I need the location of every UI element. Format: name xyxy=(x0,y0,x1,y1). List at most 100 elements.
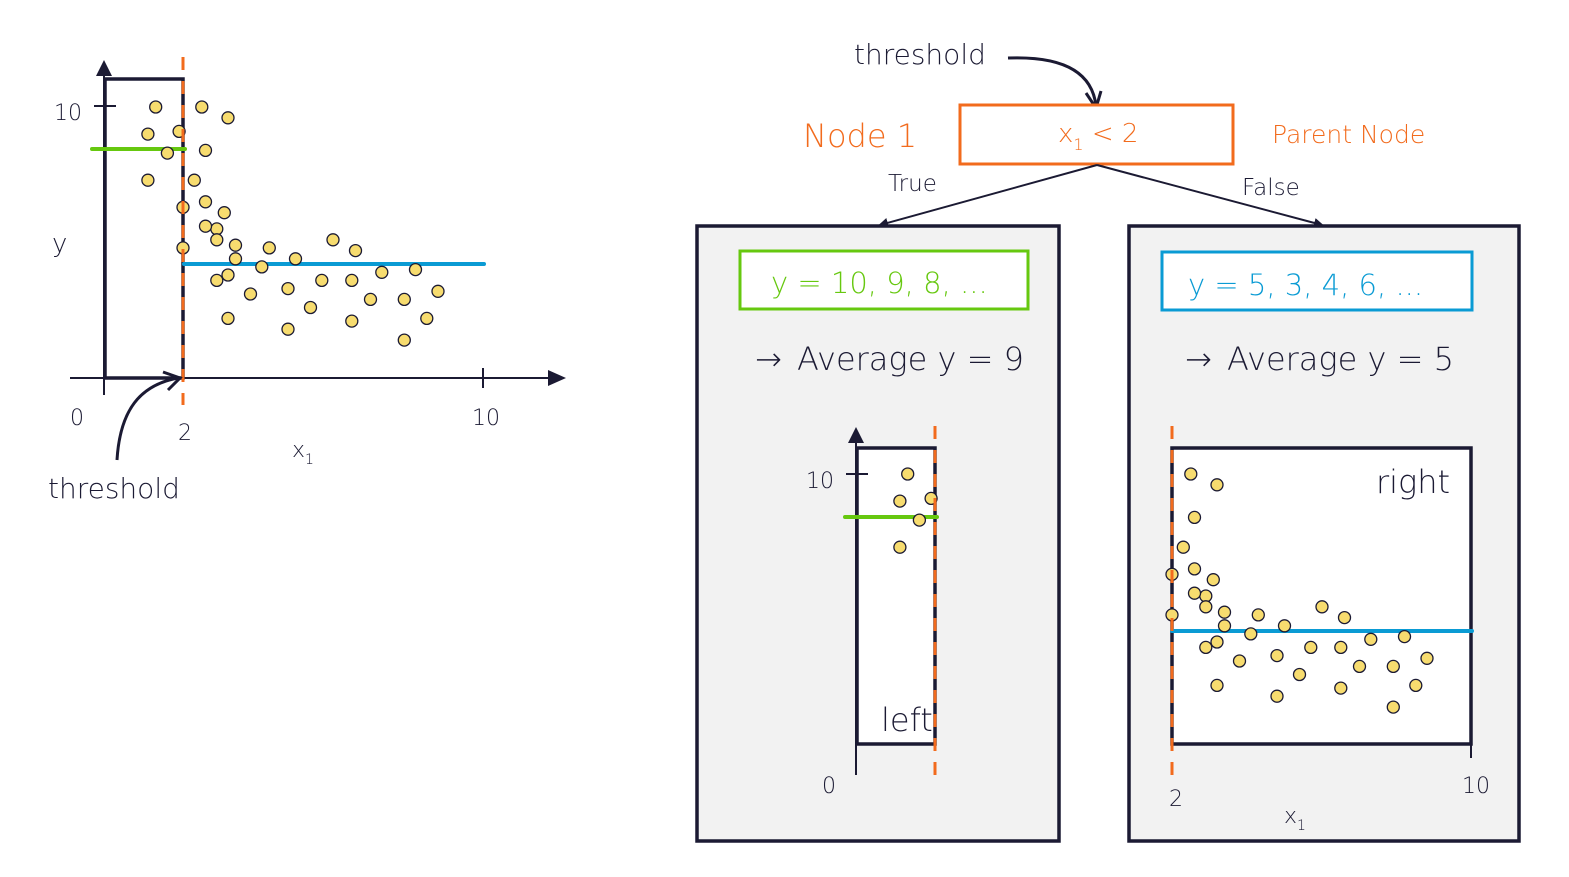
right-values-box xyxy=(1160,250,1474,312)
main-point-right xyxy=(345,273,359,288)
right-mini-point xyxy=(1184,467,1198,481)
main-point-right xyxy=(210,222,224,236)
main-point-right xyxy=(303,300,318,315)
left-mini-y-arrow-icon xyxy=(848,427,864,443)
right-values-text: y = 5, 3, 4, 6, ... xyxy=(1188,268,1423,302)
right-mini-point xyxy=(1337,610,1352,625)
main-chart: 10 0 2 10 y x1 threshold xyxy=(48,57,566,505)
main-point-right xyxy=(198,219,213,233)
right-mini-point xyxy=(1210,478,1224,492)
main-point-right xyxy=(228,238,243,252)
left-values-box xyxy=(738,249,1030,311)
main-point-right xyxy=(281,281,295,296)
main-point-right xyxy=(195,100,209,114)
y-axis-label: y xyxy=(52,229,67,259)
right-mini-point xyxy=(1409,678,1423,693)
right-mini-point xyxy=(1187,510,1202,525)
right-average-text: Average y = 5 xyxy=(1227,340,1454,378)
right-mini-tick-2: 2 xyxy=(1169,787,1183,812)
right-mini-point xyxy=(1334,640,1348,655)
main-point-right xyxy=(228,252,243,266)
main-point-right xyxy=(375,265,389,279)
right-mini-point xyxy=(1176,540,1190,554)
false-branch xyxy=(1096,164,1324,228)
node-expr-var: x xyxy=(1058,119,1073,149)
left-child-panel: y = 10, 9, 8, ... → Average y = 9 10 0 l… xyxy=(695,224,1061,843)
right-mini-point xyxy=(1397,629,1412,644)
right-mini-point xyxy=(1232,654,1247,668)
right-mini-point xyxy=(1334,681,1348,695)
x-axis-label-sub: 1 xyxy=(305,452,314,468)
node-label: Node 1 xyxy=(803,117,917,155)
right-mini-point xyxy=(1304,640,1318,655)
y-tick-label-10: 10 xyxy=(54,101,82,126)
x-axis-arrow-icon xyxy=(548,370,566,386)
parent-node-box[interactable] xyxy=(958,103,1235,166)
left-mini-box xyxy=(855,446,937,746)
left-values-text: y = 10, 9, 8, ... xyxy=(771,266,988,300)
right-mini-point xyxy=(1292,667,1307,682)
main-point-right xyxy=(221,311,235,326)
right-mini-point xyxy=(1217,605,1232,619)
right-child-panel: y = 5, 3, 4, 6, ... → Average y = 5 2 10… xyxy=(1127,224,1521,843)
left-mini-point xyxy=(901,467,915,481)
left-mini-tick-0: 0 xyxy=(822,774,836,799)
left-region-box xyxy=(103,77,185,380)
main-point-right xyxy=(397,333,411,347)
x-axis-label-var: x xyxy=(292,438,305,463)
parent-node-label: Parent Node xyxy=(1272,120,1425,149)
right-mini-point xyxy=(1315,600,1329,614)
threshold-label: threshold xyxy=(48,472,180,505)
right-mini-point xyxy=(1187,562,1202,576)
main-point-right xyxy=(326,233,340,247)
main-point-right xyxy=(397,292,411,307)
right-mini-point xyxy=(1210,635,1224,649)
right-mini-point xyxy=(1420,651,1434,665)
left-average-text: Average y = 9 xyxy=(797,340,1024,378)
main-point-left xyxy=(141,127,155,141)
right-mini-point xyxy=(1210,678,1224,693)
main-point-right xyxy=(420,311,434,326)
right-mini-x-var: x xyxy=(1284,804,1297,829)
right-mini-point xyxy=(1352,659,1367,674)
right-mini-point xyxy=(1364,632,1378,646)
tree-threshold-arrow xyxy=(1007,56,1098,107)
right-mini-point xyxy=(1244,627,1258,641)
right-mini-point xyxy=(1270,648,1284,663)
main-point-right xyxy=(198,195,213,209)
right-mini-points-group xyxy=(1165,467,1434,714)
main-point-right xyxy=(221,268,235,282)
x-axis-label: x1 xyxy=(292,438,314,468)
x-tick-label-10: 10 xyxy=(472,406,500,431)
left-mini-point xyxy=(912,513,927,527)
right-mini-point xyxy=(1270,689,1284,703)
left-mini-point xyxy=(893,494,907,508)
node-expr-sub: 1 xyxy=(1073,135,1083,154)
left-mini-tick-10: 10 xyxy=(806,469,834,494)
true-label: True xyxy=(888,171,937,197)
true-branch xyxy=(878,164,1098,228)
right-average-arrow-icon: → xyxy=(1185,340,1212,378)
main-point-right xyxy=(281,322,295,336)
main-point-right xyxy=(408,262,423,277)
main-point-right xyxy=(217,206,231,220)
x-tick-label-2: 2 xyxy=(178,421,192,446)
main-point-right xyxy=(315,273,329,288)
left-average-arrow-icon: → xyxy=(755,340,782,378)
right-mini-box xyxy=(1170,446,1473,746)
main-point-right xyxy=(210,233,224,247)
main-point-right xyxy=(243,287,258,301)
right-mini-point xyxy=(1206,573,1220,587)
right-mini-point xyxy=(1187,586,1202,600)
right-mini-x-sub: 1 xyxy=(1297,818,1306,834)
main-point-right xyxy=(262,241,276,255)
right-mini-tick-10: 10 xyxy=(1462,774,1490,799)
right-mini-point xyxy=(1386,700,1400,714)
main-point-right xyxy=(255,260,269,274)
false-label: False xyxy=(1242,175,1300,201)
main-point-right xyxy=(363,292,378,307)
main-point-right xyxy=(288,252,303,266)
main-point-right xyxy=(198,143,213,158)
right-mini-point xyxy=(1251,608,1265,622)
